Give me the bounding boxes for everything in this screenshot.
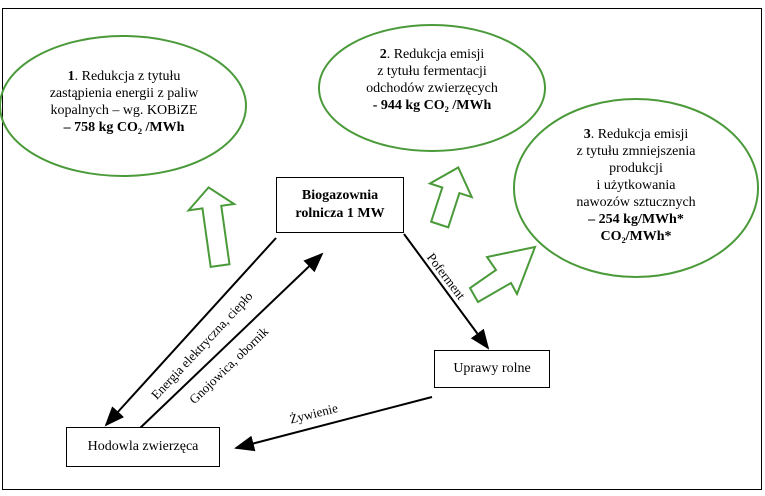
ellipse-value: – 254 kg/MWh* <box>588 212 684 227</box>
ellipse-number: 1 <box>67 69 75 84</box>
ellipse-value: - 944 kg CO₂ /MWh <box>372 98 492 113</box>
ellipse-fossil-text: 1. Redukcja z tytułu zastąpienia energii… <box>14 68 234 136</box>
ellipse-fertilizer-reduction <box>513 98 759 278</box>
green-arrow-2 <box>427 166 474 229</box>
diagram-frame <box>2 8 762 490</box>
crops-box: Uprawy rolne <box>434 350 550 388</box>
green-arrow-3 <box>468 245 537 304</box>
ellipse-number: 3 <box>583 127 591 142</box>
ellipse-fossil-reduction <box>0 35 247 177</box>
arrow-manure <box>137 252 324 431</box>
ellipse-value: – 758 kg CO₂ /MWh <box>63 120 185 135</box>
ellipse-value-unit: CO₂/MWh* <box>600 229 672 244</box>
biogas-plant-box: Biogazownia rolnicza 1 MW <box>276 177 404 233</box>
green-arrow-1 <box>186 186 237 268</box>
arrow-energy <box>104 237 277 427</box>
arrow-digestate <box>403 233 490 350</box>
arrow-feed <box>234 396 433 452</box>
ellipse-fermentation-text: 2. Redukcja emisji z tytułu fermentacji … <box>340 46 524 114</box>
ellipse-fermentation-reduction <box>318 24 546 152</box>
ellipse-number: 2 <box>379 47 387 62</box>
livestock-box: Hodowla zwierzęca <box>66 427 220 467</box>
ellipse-fertilizer-text: 3. Redukcja emisji z tytułu zmniejszenia… <box>540 126 732 245</box>
